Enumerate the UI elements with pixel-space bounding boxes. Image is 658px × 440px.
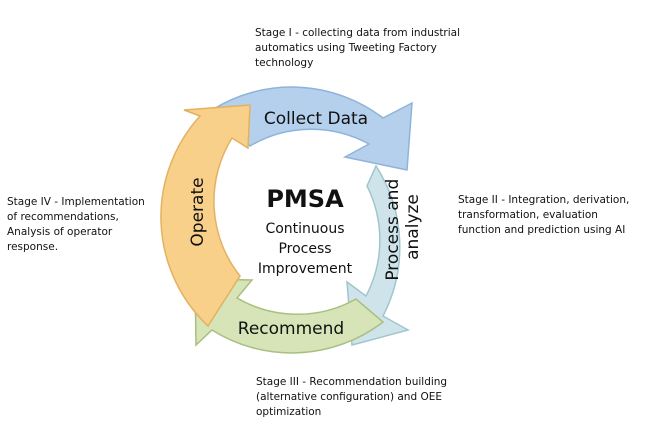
stage-1-note-line: Stage I - collecting data from industria… bbox=[255, 27, 461, 39]
stage-4-note-line: Analysis of operator bbox=[7, 226, 113, 238]
process-analyze-label-line1: Process and bbox=[383, 179, 403, 281]
stage-1-note-line: automatics using Tweeting Factory bbox=[255, 42, 437, 54]
stage-2-note-line: Stage II - Integration, derivation, bbox=[458, 194, 630, 206]
collect-data-label: Collect Data bbox=[264, 109, 368, 129]
collect-data-segment bbox=[210, 86, 413, 171]
recommend-segment bbox=[194, 278, 385, 354]
stage-4-note-line: of recommendations, bbox=[7, 211, 119, 223]
center-subtitle-line: Continuous bbox=[265, 221, 344, 237]
stage-3-note-line: (alternative configuration) and OEE bbox=[256, 391, 443, 403]
stage-4-note: Stage IV - Implementation of recommendat… bbox=[7, 195, 167, 255]
process-analyze-label-line2: analyze bbox=[403, 194, 423, 260]
stage-1-note: Stage I - collecting data from industria… bbox=[255, 26, 505, 71]
stage-2-note-line: function and prediction using AI bbox=[458, 224, 626, 236]
stage-3-note-line: Stage III - Recommendation building bbox=[256, 376, 448, 388]
process-analyze-label: Process and analyze bbox=[383, 173, 423, 280]
recommend-label: Recommend bbox=[238, 319, 344, 339]
operate-label: Operate bbox=[188, 177, 208, 246]
stage-4-note-line: Stage IV - Implementation bbox=[7, 196, 145, 208]
center-title: PMSA bbox=[266, 185, 344, 213]
stage-4-note-line: response. bbox=[7, 241, 59, 253]
center-subtitle-line: Process bbox=[278, 241, 331, 257]
process-analyze-segment bbox=[346, 164, 410, 346]
center-subtitle-line: Improvement bbox=[258, 261, 353, 277]
stage-3-note-line: optimization bbox=[256, 406, 322, 418]
stage-2-note: Stage II - Integration, derivation, tran… bbox=[458, 193, 653, 238]
stage-2-note-line: transformation, evaluation bbox=[458, 209, 598, 221]
stage-1-note-line: technology bbox=[255, 57, 314, 69]
operate-segment bbox=[160, 104, 251, 328]
stage-3-note: Stage III - Recommendation building (alt… bbox=[256, 375, 486, 420]
